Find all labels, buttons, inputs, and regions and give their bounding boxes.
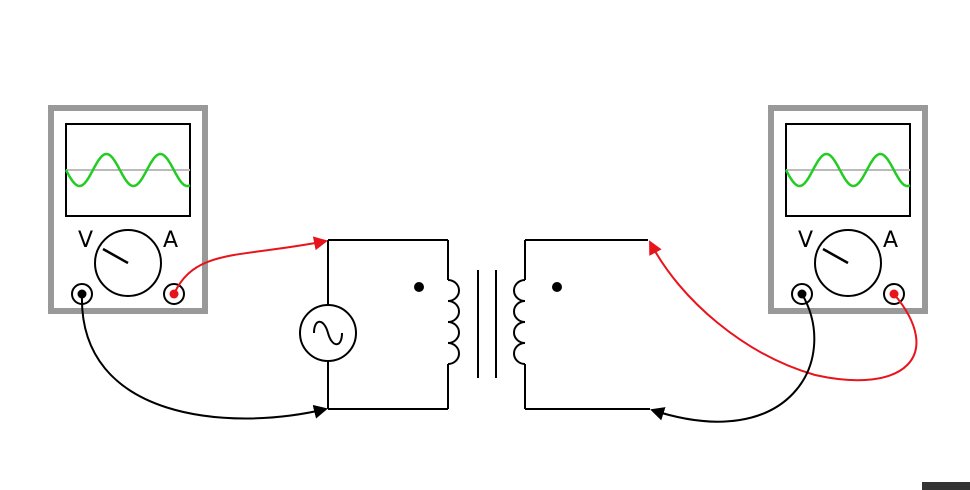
primary-winding [447, 279, 460, 365]
ac-source-icon [299, 304, 357, 362]
transformer-core [477, 270, 497, 378]
secondary-circuit [513, 239, 650, 410]
right-voltage-label: V [798, 228, 813, 253]
primary-dot [414, 282, 424, 292]
left-dial-needle [102, 247, 129, 265]
primary-circuit [299, 239, 460, 410]
right-waveform-trace [784, 152, 911, 188]
left-meter-dial [94, 229, 162, 297]
left-current-label: A [163, 228, 178, 253]
secondary-winding [513, 279, 526, 365]
left-waveform-trace [64, 152, 191, 188]
right-red-lead [649, 240, 918, 382]
right-dial-needle [822, 247, 849, 265]
corner-tab [922, 482, 970, 490]
right-current-label: A [883, 228, 898, 253]
secondary-dot [552, 282, 562, 292]
right-black-lead [650, 293, 816, 423]
left-voltage-label: V [78, 228, 93, 253]
right-meter: V A [768, 105, 928, 314]
left-black-lead [80, 293, 328, 420]
left-red-lead [173, 236, 328, 295]
